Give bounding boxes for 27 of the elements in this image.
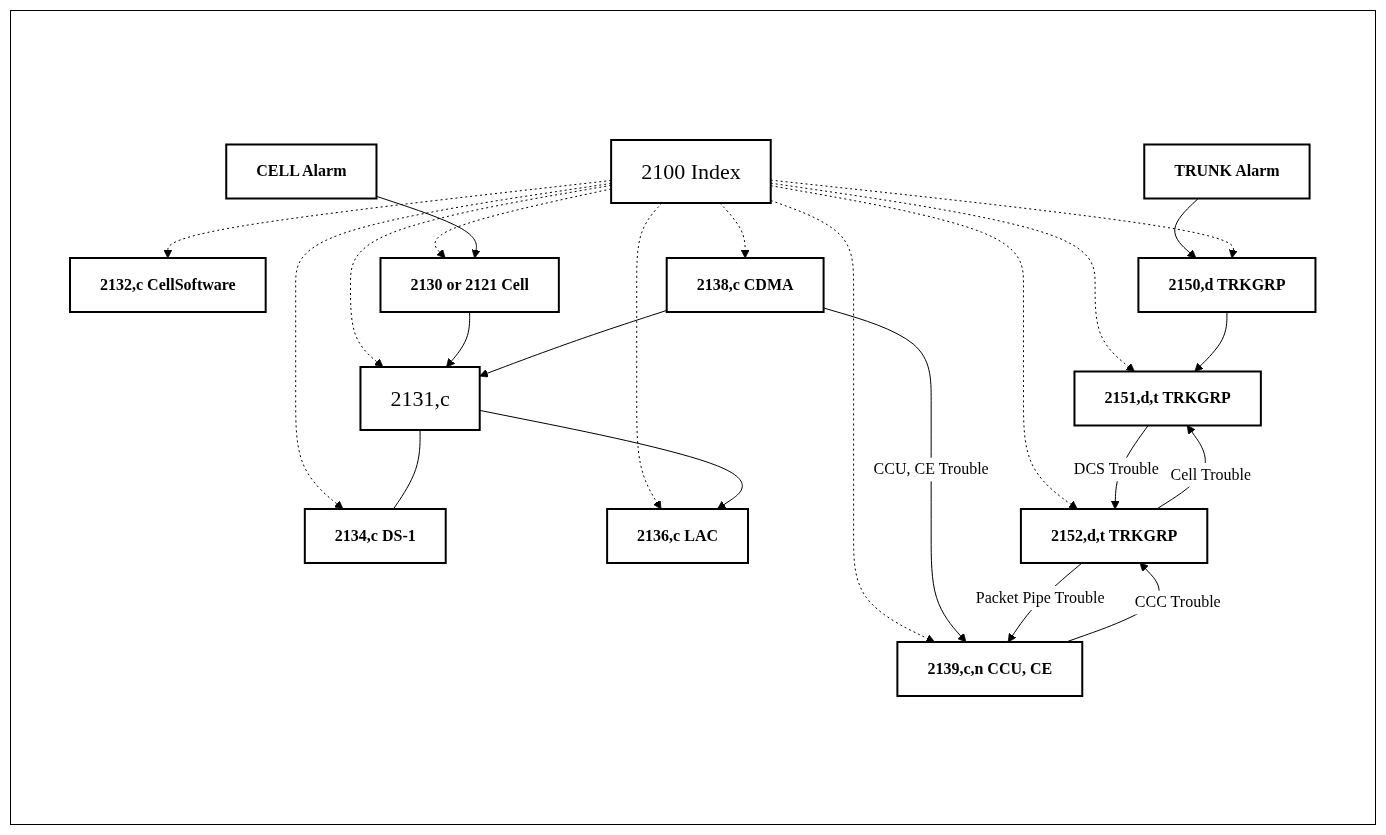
node-box: 2152,d,t TRKGRP (1020, 507, 1209, 564)
arrow (770, 199, 936, 642)
node-box: 2130 or 2121 Cell (379, 256, 561, 313)
arrow (376, 195, 481, 258)
node-box: CELL Alarm (225, 143, 378, 199)
arrow (479, 409, 743, 509)
node-box: 2131,c (359, 365, 481, 431)
node-box: 2139,c,n CCU, CE (896, 640, 1084, 697)
edge-label: DCS Trouble (1074, 459, 1160, 477)
connector (393, 429, 421, 509)
node-box: 2134,c DS-1 (304, 507, 447, 564)
edge-label: Cell Trouble (1170, 465, 1252, 483)
arrow (479, 309, 668, 377)
node-box: 2100 Index (610, 138, 772, 204)
node-box: 2136,c LAC (606, 507, 750, 564)
arrow (1194, 311, 1228, 372)
arrow (823, 307, 967, 642)
node-box: 2151,d,t TRKGRP (1073, 370, 1263, 426)
node-box: 2132,c CellSoftware (69, 256, 267, 313)
node-box: 2150,d TRKGRP (1137, 256, 1317, 313)
edge-label: CCU, CE Trouble (873, 459, 989, 477)
node-box: TRUNK Alarm (1143, 143, 1311, 199)
node-box: 2138,c CDMA (666, 256, 825, 313)
edge-label: Packet Pipe Trouble (976, 588, 1105, 606)
arrow (1174, 197, 1200, 258)
edge-label: CCC Trouble (1135, 592, 1221, 610)
arrow (446, 311, 471, 367)
